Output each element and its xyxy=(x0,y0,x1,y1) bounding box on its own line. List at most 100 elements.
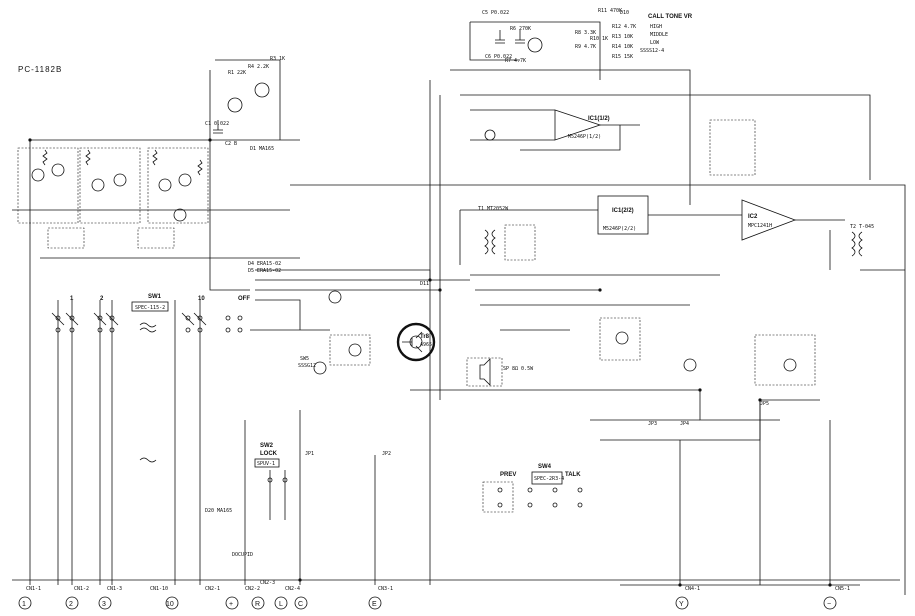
t1-label: T1 MT2052W xyxy=(478,206,509,212)
sw5-part: SSSG12 xyxy=(298,363,316,369)
terminal-1: 1 xyxy=(18,596,32,610)
call-tone-section: C5 P0.022 C6 P0.022 R6 270K R7 4.7K R8 3… xyxy=(469,8,693,80)
cn2-2-label: CN2-2 xyxy=(245,586,260,592)
model-title: PC-1182B xyxy=(18,65,62,74)
terminal-e: E xyxy=(368,596,382,610)
break-marks xyxy=(139,327,157,463)
svg-text:3: 3 xyxy=(102,601,106,608)
ic1a-part: M5246P(1/2) xyxy=(568,134,601,140)
ic1-stage-2: IC1(2/2) M5246P(2/2) T1 MT2052W xyxy=(459,195,700,265)
t2-label: T2 T-045 xyxy=(850,224,874,230)
cn3-1-label: CN3-1 xyxy=(378,586,393,592)
main-wiring xyxy=(12,69,906,595)
r10-label: R10 1K xyxy=(590,36,608,42)
ic1b-part: M5246P(2/2) xyxy=(603,226,636,232)
r15-label: R15 15K xyxy=(612,54,633,60)
d4-label: D4 ERA15-02 xyxy=(248,261,281,267)
cn1-3-label: CN1-3 xyxy=(107,586,122,592)
sw2-lock-switch: SW2 LOCK SPUV-1 xyxy=(254,443,288,520)
terminal-c: C xyxy=(294,596,308,610)
sw1-pos-2: 2 xyxy=(100,296,104,302)
sw4-switch: SW4 SPEC-2R3-4 PREV TALK xyxy=(482,464,583,513)
svg-text:10: 10 xyxy=(166,601,174,608)
terminal-10: 10 xyxy=(165,596,179,610)
right-transistors xyxy=(599,317,816,386)
off-label: OFF xyxy=(238,296,250,302)
docupid-label: DOCUPID xyxy=(232,552,253,558)
ic1-stage-1: IC1(1/2) M5246P(1/2) xyxy=(470,109,640,151)
cn2-1-label: CN2-1 xyxy=(205,586,220,592)
ic1b-ref: IC1(2/2) xyxy=(612,208,634,214)
sw4-part: SPEC-2R3-4 xyxy=(534,476,564,482)
r7-label: R7 4.7K xyxy=(505,58,526,64)
r14-label: R14 10K xyxy=(612,44,633,50)
sw4-prev-label: PREV xyxy=(500,472,516,478)
c5-label: C5 P0.022 xyxy=(482,10,509,16)
sw2-label: SW2 xyxy=(260,443,274,449)
cn5-1-label: CN5-1 xyxy=(835,586,850,592)
tone-low-label: LOW xyxy=(650,40,660,46)
jp1-label: JP1 xyxy=(305,451,314,457)
ic2-power-amp: IC2 MPC1241H T2 T-045 xyxy=(700,119,874,257)
channel-board-group xyxy=(17,147,209,249)
d1-label: D1 MA165 xyxy=(250,146,274,152)
ic2-part: MPC1241H xyxy=(748,223,772,229)
terminal-2: 2 xyxy=(65,596,79,610)
cn2-4-label: CN2-4 xyxy=(285,586,300,592)
r6-label: R6 270K xyxy=(510,26,531,32)
cn4-1-label: CN4-1 xyxy=(685,586,700,592)
svg-text:L: L xyxy=(279,601,283,608)
sw2-part-label: SPUV-1 xyxy=(257,461,275,467)
sw5-label: SW5 xyxy=(300,356,309,362)
terminal-y: Y xyxy=(675,596,689,610)
r4-label: R4 2.2K xyxy=(248,64,269,70)
svg-text:E: E xyxy=(372,601,377,608)
control-transistors: SW5 SSSG12 xyxy=(298,290,371,375)
terminal-plus: + xyxy=(225,596,239,610)
tone-high-label: HIGH xyxy=(650,24,662,30)
sw4-talk-label: TALK xyxy=(565,472,581,478)
svg-text:2: 2 xyxy=(69,601,73,608)
c2-label: C2 B xyxy=(225,141,237,147)
svg-text:+: + xyxy=(229,601,233,608)
jp5-label: JP5 xyxy=(760,401,769,407)
r1-label: R1 22K xyxy=(228,70,246,76)
c6-label: C6 P0.022 xyxy=(485,54,512,60)
d10-label: D10 xyxy=(620,10,629,16)
svg-text:−: − xyxy=(827,601,831,608)
svg-text:1: 1 xyxy=(22,601,26,608)
sw1-pos-1: 1 xyxy=(70,296,74,302)
c1-label: C1 0.022 xyxy=(205,121,229,127)
d11-label: D11 xyxy=(420,281,429,287)
d20-label: D20 MA165 xyxy=(205,508,232,514)
r12-label: R12 4.7K xyxy=(612,24,636,30)
terminal-minus: − xyxy=(823,596,837,610)
cn1-1-label: CN1-1 xyxy=(26,586,41,592)
jp4-label: JP4 xyxy=(680,421,689,427)
sw1-pos-10: 10 xyxy=(198,296,205,302)
sw1-switch-bank: SW1 SPEC-115-2 1 2 10 OFF xyxy=(51,294,250,333)
cn2-3-label: CN2-3 xyxy=(260,580,275,586)
svg-text:R: R xyxy=(255,601,260,608)
terminal-r: R xyxy=(251,596,265,610)
sw1-part-label: SPEC-115-2 xyxy=(135,305,165,311)
jp3-label: JP3 xyxy=(648,421,657,427)
speaker: SP 8Ω 0.5W xyxy=(466,357,534,387)
sw3-label: SSSS12-4 xyxy=(640,48,664,54)
cn1-10-label: CN1-10 xyxy=(150,586,168,592)
r8-label: R8 3.3K xyxy=(575,30,596,36)
r13-label: R13 10K xyxy=(612,34,633,40)
terminal-3: 3 xyxy=(98,596,112,610)
terminal-l: L xyxy=(274,596,288,610)
tr8-highlight: Tr8 A965 xyxy=(396,322,436,362)
r9-label: R9 4.7K xyxy=(575,44,596,50)
call-tone-label: CALL TONE VR xyxy=(648,14,693,20)
connector-labels: CN1-1 CN1-2 CN1-3 CN1-10 CN2-1 CN2-2 CN2… xyxy=(26,261,850,592)
r3-label: R3 1K xyxy=(270,56,285,62)
mute-block: C1 0.022 C2 B R1 22K R3 1K R4 2.2K D1 MA… xyxy=(205,56,285,152)
r11-label: R11 470K xyxy=(598,8,622,14)
jp2-label: JP2 xyxy=(382,451,391,457)
sw1-label: SW1 xyxy=(148,294,162,300)
ic1a-ref: IC1(1/2) xyxy=(588,116,610,122)
